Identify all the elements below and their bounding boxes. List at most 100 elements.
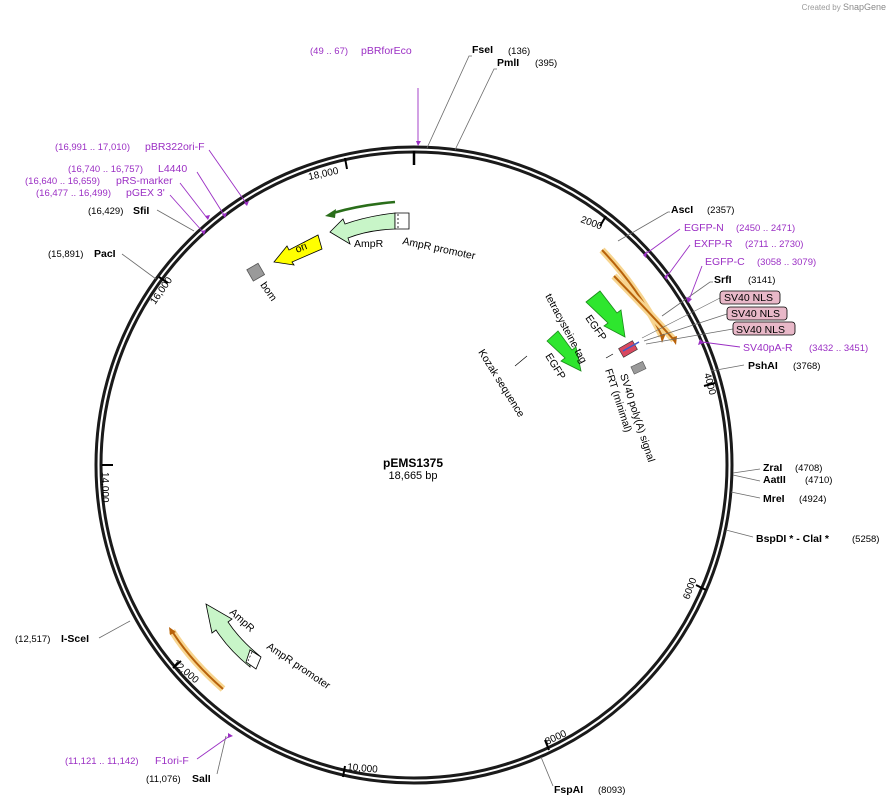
site-sfii-name: SfiI [133, 205, 149, 217]
site-iscei[interactable]: (12,517) I-SceI [15, 633, 89, 645]
ampr-top-label: AmpR [354, 238, 384, 250]
ori-arrow[interactable] [273, 234, 323, 266]
nls-box-1-label: SV40 NLS [724, 292, 773, 304]
primer-pgex[interactable]: (16,477 .. 16,499) pGEX 3' [36, 187, 165, 199]
primer-mark-l4440 [222, 213, 227, 218]
site-leaders [98, 55, 761, 787]
ampr-promoter-bottom-box[interactable] [245, 649, 262, 670]
ampr-promoter-bottom-dash [247, 651, 253, 662]
primer-leaders [169, 88, 741, 760]
site-fspai[interactable]: FspAI (8093) [554, 784, 625, 796]
primer-sv40pa-r-name: SV40pA-R [743, 342, 793, 354]
leader-pbr322ori-f [208, 149, 247, 204]
site-sfii[interactable]: (16,429) SfiI [88, 205, 149, 217]
egfp-2-arrow[interactable] [546, 330, 582, 372]
primer-f1ori-f-name: F1ori-F [155, 755, 189, 767]
primer-mark-pbr322ori-f [244, 201, 249, 206]
leader-pshai [710, 364, 745, 372]
nls-connector-2 [643, 313, 728, 342]
site-fsei-pos: (136) [508, 46, 530, 57]
primer-prs-marker[interactable]: (16,640 .. 16,659) pRS-marker [25, 175, 173, 187]
nls-box-2[interactable]: SV40 NLS [726, 306, 788, 321]
site-fsei-name: FseI [472, 44, 493, 56]
site-zrai[interactable]: ZraI (4708) [763, 462, 822, 474]
sv40-polya-block[interactable] [630, 361, 647, 375]
leader-bspdi [725, 529, 754, 538]
ampr-promoter-top-box[interactable] [394, 212, 410, 230]
bom-box[interactable] [246, 262, 266, 282]
site-aatii-name: AatII [763, 474, 786, 486]
primer-mark-sv40pa-r [698, 339, 704, 345]
site-pshai[interactable]: PshAI (3768) [748, 360, 820, 372]
leader-fsei [426, 55, 472, 149]
site-paci-name: PacI [94, 248, 116, 260]
leader-iscei [98, 620, 131, 639]
site-sfii-pos: (16,429) [88, 206, 123, 217]
orange-orf-2[interactable] [613, 275, 675, 341]
primer-f1ori-f[interactable]: (11,121 .. 11,142) F1ori-F [65, 755, 189, 767]
primer-sv40pa-r-pos: (3432 .. 3451) [809, 343, 868, 354]
nls-box-1-rect [719, 290, 781, 305]
leader-sali [216, 735, 227, 775]
primer-l4440-name: L4440 [158, 163, 187, 175]
kozak-label: Kozak sequence [475, 347, 526, 419]
site-asci[interactable]: AscI (2357) [671, 204, 734, 216]
site-srfi[interactable]: SrfI (3141) [714, 274, 775, 286]
orange-orf-3[interactable] [171, 630, 224, 690]
nls-box-1[interactable]: SV40 NLS [719, 290, 781, 305]
tick-mark-6000 [695, 584, 707, 591]
site-iscei-name: I-SceI [61, 633, 89, 645]
primer-prs-marker-name: pRS-marker [116, 175, 173, 187]
site-bspdi-clai[interactable]: BspDI * - ClaI * (5258) [756, 533, 879, 545]
site-paci-pos: (15,891) [48, 249, 83, 260]
tick-mark-8000 [544, 739, 550, 751]
site-mrei[interactable]: MreI (4924) [763, 493, 826, 505]
leader-l4440 [196, 171, 225, 216]
primer-pgex-pos: (16,477 .. 16,499) [36, 188, 111, 199]
leader-srfi [661, 281, 713, 317]
backbone-outer [94, 145, 734, 785]
primer-pbr322ori-f[interactable]: (16,991 .. 17,010) pBR322ori-F [55, 141, 205, 153]
nls-box-3[interactable]: SV40 NLS [732, 321, 796, 336]
primer-pbrforeco[interactable]: (49 .. 67) pBRforEco [310, 45, 412, 57]
site-fspai-pos: (8093) [598, 785, 625, 796]
plasmid-length: 18,665 bp [389, 470, 438, 482]
leader-paci [121, 253, 157, 280]
site-fsei[interactable]: FseI (136) [472, 44, 530, 57]
tick-14000: 14,000 [99, 472, 110, 503]
primer-egfp-c[interactable]: EGFP-C (3058 .. 3079) [705, 256, 816, 268]
site-pmli-name: PmlI [497, 57, 519, 69]
egfp-1-arrow[interactable] [585, 290, 626, 338]
tick-mark-12000 [172, 660, 182, 669]
tick-mark-4000 [703, 382, 716, 387]
site-asci-pos: (2357) [707, 205, 734, 216]
leader-exfp-r [667, 244, 691, 276]
nls-box-2-rect [726, 306, 788, 321]
ampr-top-orf-arrow [332, 200, 396, 215]
primer-l4440[interactable]: (16,740 .. 16,757) L4440 [68, 163, 187, 175]
site-sali[interactable]: (11,076) SalI [146, 773, 211, 785]
primer-prs-marker-pos: (16,640 .. 16,659) [25, 176, 100, 187]
nls-connector-3 [645, 328, 734, 345]
primer-mark-pbrforeco [416, 141, 421, 146]
primer-mark-egfp-c [686, 297, 692, 303]
site-sali-pos: (11,076) [146, 774, 181, 785]
frt-leader [605, 353, 614, 359]
ampr-top-arrow[interactable] [329, 212, 396, 245]
site-pmli[interactable]: PmlI (395) [497, 57, 557, 69]
primer-exfp-r[interactable]: EXFP-R (2711 .. 2730) [694, 238, 803, 250]
leader-pgex [169, 194, 204, 233]
ampr-bottom-arrow[interactable] [205, 603, 262, 668]
primer-egfp-n[interactable]: EGFP-N (2450 .. 2471) [684, 222, 795, 234]
nls-box-3-label: SV40 NLS [736, 324, 785, 336]
site-paci[interactable]: (15,891) PacI [48, 248, 116, 260]
primer-egfp-c-name: EGFP-C [705, 256, 745, 268]
primer-sv40pa-r[interactable]: SV40pA-R (3432 .. 3451) [743, 342, 868, 354]
site-aatii[interactable]: AatII (4710) [763, 474, 832, 486]
primer-exfp-r-name: EXFP-R [694, 238, 733, 250]
plasmid-name: pEMS1375 [383, 456, 443, 470]
site-fspai-name: FspAI [554, 784, 583, 796]
snapgene-watermark: Created by SnapGene [802, 2, 886, 12]
ampr-top-orf-arrowhead [325, 209, 336, 218]
bom-label: bom [258, 280, 280, 304]
